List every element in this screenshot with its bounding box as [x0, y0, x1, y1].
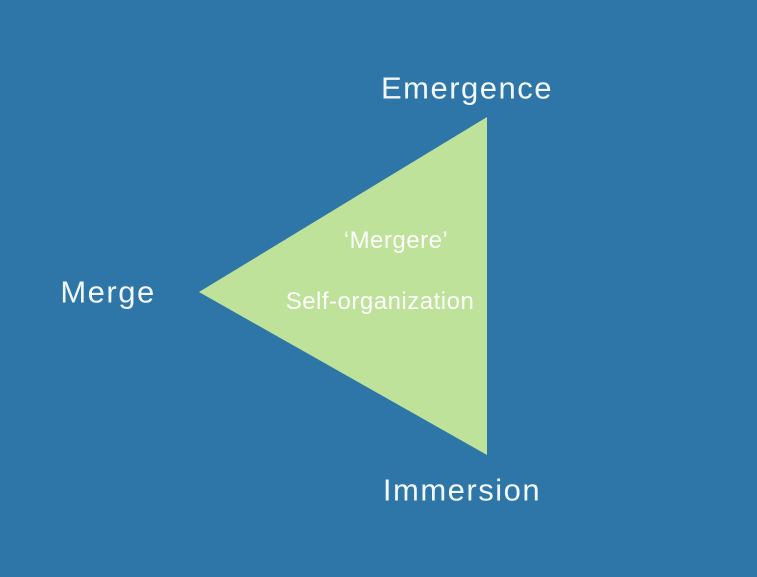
vertex-label-immersion: Immersion — [382, 472, 542, 508]
triangle-inner-label-self-organization: Self-organization — [285, 288, 475, 315]
triangle-inner-label-mergere: ‘Mergere’ — [343, 227, 449, 254]
triangle-shape — [199, 117, 487, 455]
vertex-label-emergence: Emergence — [380, 70, 554, 106]
vertex-label-merge: Merge — [60, 274, 156, 310]
